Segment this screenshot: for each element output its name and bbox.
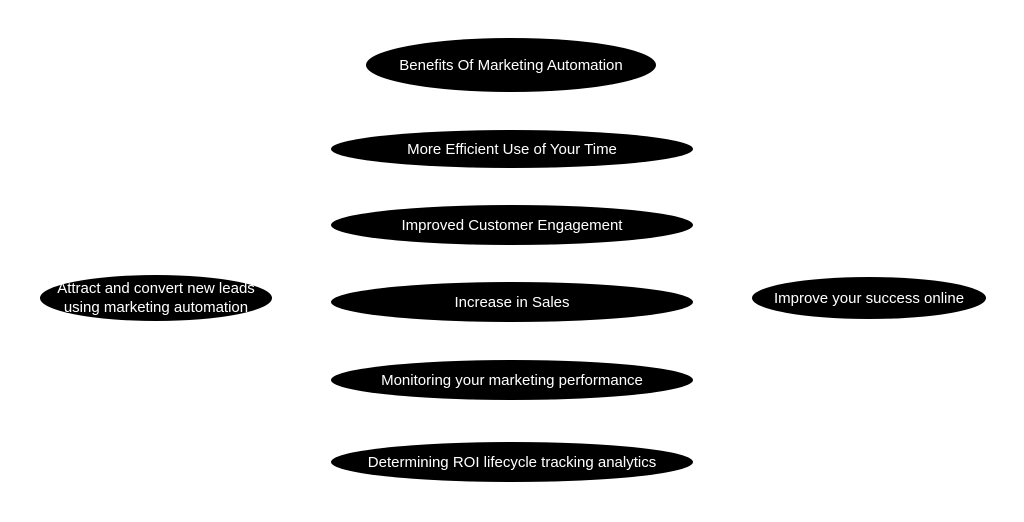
title-label: Benefits Of Marketing Automation <box>399 56 623 74</box>
right-node-improve-success: Improve your success online <box>752 277 986 319</box>
benefit-label: More Efficient Use of Your Time <box>407 140 617 158</box>
benefit-node-monitoring-performance: Monitoring your marketing performance <box>331 360 693 400</box>
benefit-node-increase-sales: Increase in Sales <box>331 282 693 322</box>
left-node-attract-leads: Attract and convert new leads using mark… <box>40 275 272 321</box>
right-node-label: Improve your success online <box>773 289 965 307</box>
title-node: Benefits Of Marketing Automation <box>366 38 656 92</box>
benefit-label: Monitoring your marketing performance <box>381 371 643 389</box>
left-node-line-1: Attract and convert new leads <box>57 280 255 297</box>
benefit-label: Increase in Sales <box>454 293 570 311</box>
left-node-line-2: using marketing automation <box>63 299 249 316</box>
benefit-label: Determining ROI lifecycle tracking analy… <box>367 453 657 471</box>
benefit-node-efficient-time: More Efficient Use of Your Time <box>331 130 693 168</box>
benefit-node-customer-engagement: Improved Customer Engagement <box>331 205 693 245</box>
benefit-label: Improved Customer Engagement <box>401 216 623 234</box>
benefit-node-roi-tracking: Determining ROI lifecycle tracking analy… <box>331 442 693 482</box>
